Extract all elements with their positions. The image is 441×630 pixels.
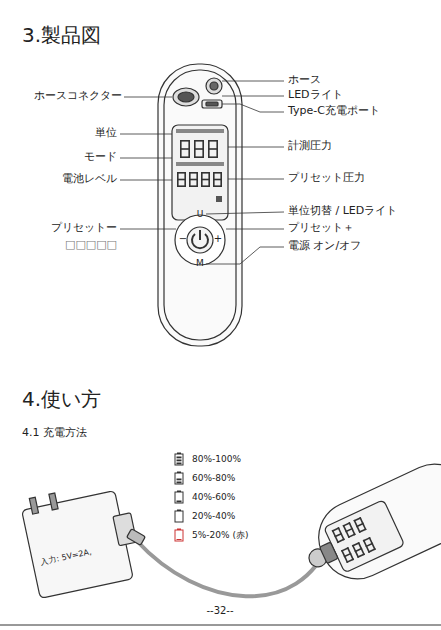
battery-icon	[172, 452, 186, 466]
battery-legend-item: 80%-100%	[172, 452, 241, 466]
legend-text: 40%-60%	[192, 492, 235, 502]
part-label: Type-C充電ポート	[288, 105, 380, 118]
legend-text: 60%-80%	[192, 473, 235, 483]
subsection-heading: 4.1 充電方法	[22, 427, 87, 440]
part-label: プリセット圧力	[288, 172, 365, 185]
segment-digit	[194, 140, 204, 158]
segment-digit	[353, 517, 366, 533]
segment-digit	[352, 542, 365, 558]
usb-charger	[20, 452, 441, 598]
part-label: 計測圧力	[288, 140, 332, 153]
rating-text: 入力: 5V=2A,	[40, 547, 92, 567]
button-mark: −	[179, 233, 187, 245]
battery-icon	[172, 490, 186, 504]
battery-legend-item: 5%-20% (赤)	[172, 528, 248, 542]
button-mark: M	[196, 258, 204, 268]
segment-digit	[213, 172, 222, 187]
section-title: 3.製品図	[22, 24, 101, 47]
part-label: □□□□□	[65, 239, 117, 252]
battery-icon	[172, 509, 186, 523]
legend-text: 80%-100%	[192, 454, 241, 464]
segment-digit	[189, 172, 198, 187]
battery-legend-item: 40%-60%	[172, 490, 235, 504]
part-label: LEDライト	[288, 89, 343, 102]
battery-icon	[172, 471, 186, 485]
button-mark: U	[197, 209, 204, 219]
segment-digit	[332, 527, 345, 543]
segment-digit	[208, 140, 218, 158]
leader-lines	[120, 81, 284, 264]
part-label: 単位切替 / LEDライト	[288, 205, 397, 218]
button-mark: +	[214, 233, 222, 245]
segment-digit	[363, 537, 376, 553]
legend-text: 5%-20% (赤)	[192, 529, 248, 542]
segment-digit	[343, 522, 356, 538]
part-label: プリセットー	[51, 222, 117, 235]
battery-legend-item: 20%-40%	[172, 509, 235, 523]
part-label: 単位	[95, 127, 117, 140]
inflator-body	[158, 64, 242, 346]
segment-digit	[177, 172, 186, 187]
part-label: 電源 オン/オフ	[288, 240, 361, 253]
part-label: ホース	[288, 74, 321, 87]
battery-legend-item: 60%-80%	[172, 471, 235, 485]
section-heading: 4.使い方	[22, 388, 101, 411]
segment-digit	[180, 140, 190, 158]
part-label: モード	[84, 151, 117, 164]
segment-digit	[341, 547, 354, 563]
segment-display	[332, 517, 376, 563]
segment-digit	[201, 172, 210, 187]
part-label: 電池レベル	[62, 173, 117, 186]
part-label: ホースコネクター	[34, 90, 122, 103]
segment-display	[176, 129, 224, 202]
page-rule	[0, 625, 441, 626]
part-label: プリセット＋	[288, 222, 354, 235]
legend-text: 20%-40%	[192, 511, 235, 521]
battery-icon	[172, 528, 186, 542]
page-number: --32--	[206, 605, 233, 617]
